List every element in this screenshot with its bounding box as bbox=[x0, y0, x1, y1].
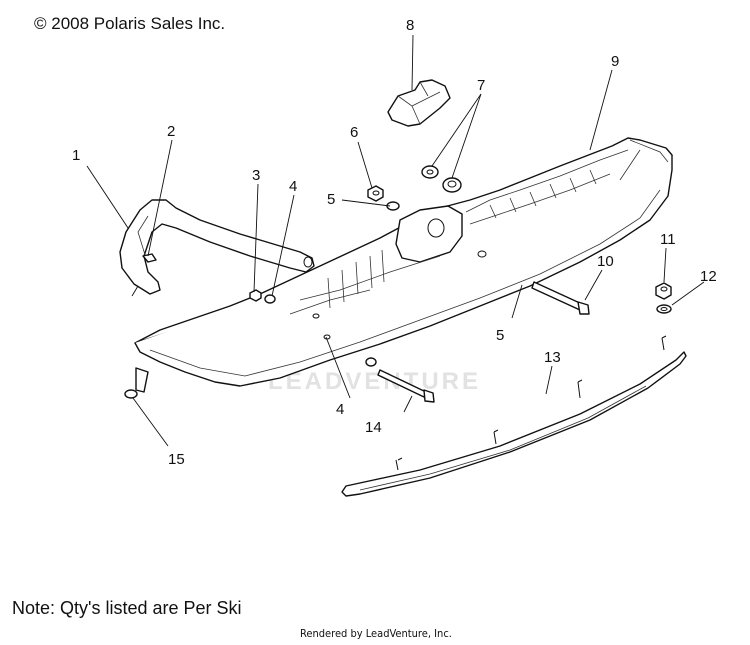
callout-4: 4 bbox=[289, 178, 297, 195]
callout-4-lower: 4 bbox=[336, 401, 344, 418]
callout-10: 10 bbox=[597, 253, 614, 270]
part-9-ski-body bbox=[134, 137, 673, 387]
part-4-washer-upper bbox=[264, 294, 276, 304]
leader-lines bbox=[86, 34, 705, 447]
callout-14: 14 bbox=[365, 419, 382, 436]
callout-3: 3 bbox=[252, 167, 260, 184]
callout-1: 1 bbox=[72, 147, 80, 164]
callout-12: 12 bbox=[700, 268, 717, 285]
part-12-washer bbox=[656, 304, 672, 314]
callout-9: 9 bbox=[611, 53, 619, 70]
part-7-washers bbox=[421, 165, 462, 193]
watermark: LEADVENTURE bbox=[268, 368, 482, 395]
callout-2: 2 bbox=[167, 123, 175, 140]
part-13-wear-bar bbox=[341, 335, 687, 497]
rendered-by-credit: Rendered by LeadVenture, Inc. bbox=[300, 627, 452, 640]
callout-15: 15 bbox=[168, 451, 185, 468]
part-14-bolt bbox=[377, 369, 435, 403]
qty-note: Note: Qty's listed are Per Ski bbox=[12, 598, 242, 618]
callout-5: 5 bbox=[327, 191, 335, 208]
copyright-text: © 2008 Polaris Sales Inc. bbox=[34, 14, 226, 33]
part-2-pin bbox=[131, 253, 157, 297]
part-6-nut bbox=[367, 185, 384, 202]
part-11-nut bbox=[655, 282, 672, 300]
part-15-rivet bbox=[124, 367, 149, 399]
callout-8: 8 bbox=[406, 17, 414, 34]
callout-labels: 1 2 3 4 5 6 7 8 9 10 11 12 13 4 14 5 15 bbox=[72, 17, 717, 468]
part-8-saddle bbox=[387, 79, 451, 127]
callout-7: 7 bbox=[477, 77, 485, 94]
callout-5-lower: 5 bbox=[496, 327, 504, 344]
part-1-handle bbox=[119, 199, 315, 295]
callout-11: 11 bbox=[660, 231, 676, 248]
part-4-washer-lower bbox=[365, 357, 377, 367]
part-10-bolt bbox=[531, 281, 590, 315]
part-3-nut bbox=[249, 289, 262, 302]
callout-6: 6 bbox=[350, 124, 358, 141]
callout-13: 13 bbox=[544, 349, 561, 366]
